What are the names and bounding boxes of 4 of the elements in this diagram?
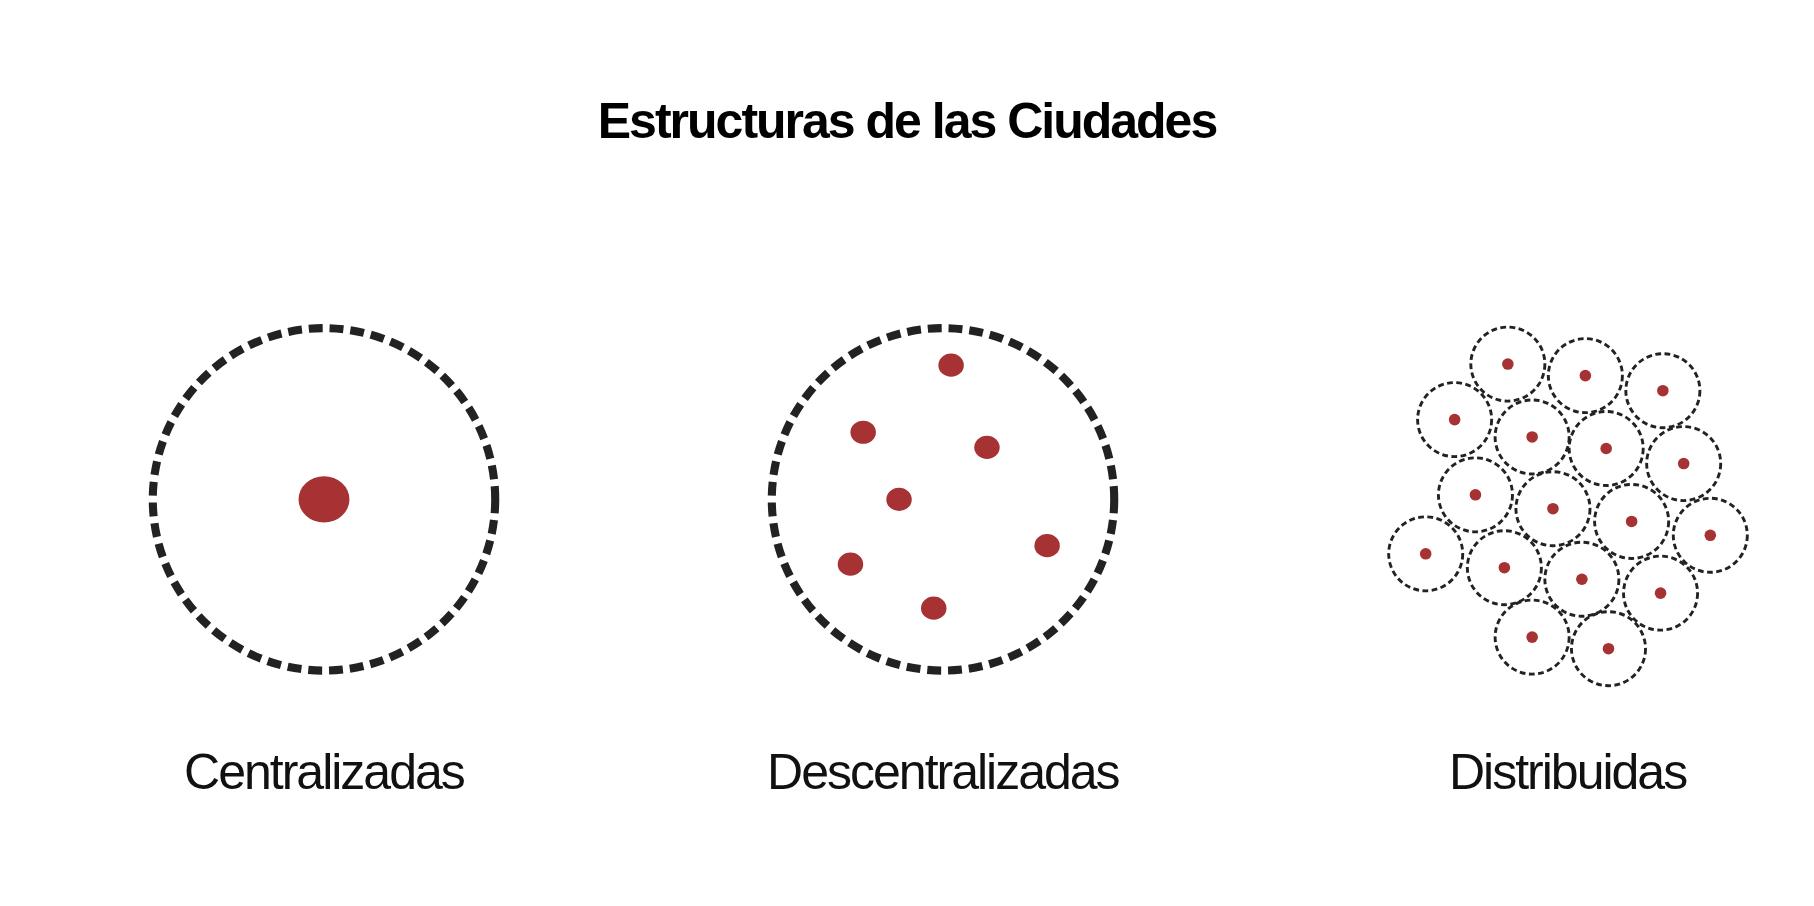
structure-label: Distribuidas <box>1447 742 1688 801</box>
diagram-title: Estructuras de las Ciudades <box>596 92 1218 150</box>
structure-label: Descentralizadas <box>766 742 1120 801</box>
structure-label: Centralizadas <box>183 742 465 801</box>
